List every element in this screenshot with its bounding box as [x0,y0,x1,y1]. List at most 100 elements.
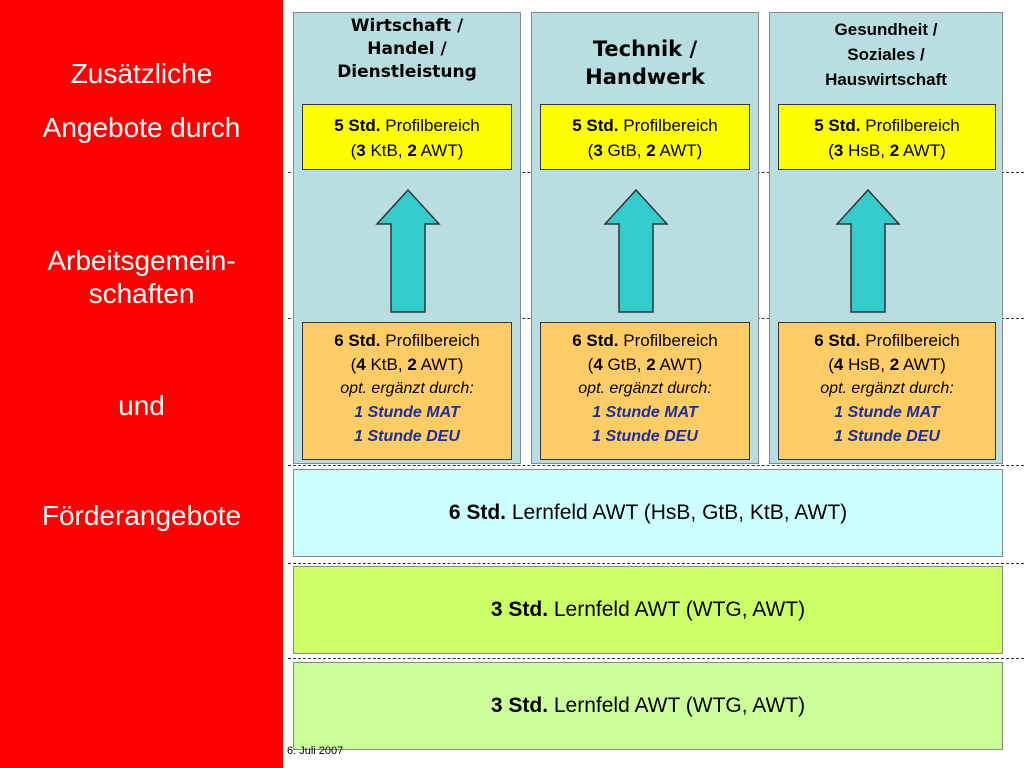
sidebar-line: Arbeitsgemein- [47,245,236,276]
band-text: 6 Std. Lernfeld AWT (HsB, GtB, KtB, AWT) [449,501,847,525]
num: 3 [833,141,844,160]
sidebar-panel: Zusätzliche Angebote durch Arbeitsgemein… [0,0,283,768]
num: 2 [407,141,417,160]
paren: ( [350,141,357,160]
extra-hour-deu: 1 Stunde DEU [592,428,698,445]
profile-box-bottom: 6 Std. Profilbereich (4 HsB, 2 AWT) opt.… [778,322,996,460]
band-label: Lernfeld AWT (WTG, AWT) [548,598,806,621]
profile-subjects: (3 KtB, 2 AWT) [303,138,511,163]
optional-note: opt. ergänzt durch: [578,380,712,397]
paren: ( [587,355,594,374]
hours-bold: 6 Std. [572,331,619,350]
num: 4 [593,355,603,374]
subject: AWT) [899,141,946,160]
paren: ( [828,141,834,160]
profile-line: 6 Std. Profilbereich [303,329,511,353]
profile-text: Profilbereich [618,331,718,350]
profile-text: Profilbereich [860,331,960,350]
sidebar-line: und [118,390,165,421]
up-arrow-icon [375,188,441,313]
extra-hour-mat: 1 Stunde MAT [354,404,460,421]
subject: AWT) [416,355,464,374]
subject: HsB, [843,355,890,374]
num: 2 [646,141,656,160]
profile-line: 5 Std. Profilbereich [541,113,749,138]
profile-text: Profilbereich [618,116,718,135]
band-text: 3 Std. Lernfeld AWT (WTG, AWT) [491,694,805,718]
band-lernfeld-6: 6 Std. Lernfeld AWT (HsB, GtB, KtB, AWT) [293,469,1003,557]
num: 2 [889,141,900,160]
extra-hour-deu: 1 Stunde DEU [834,428,940,445]
profile-box-bottom: 6 Std. Profilbereich (4 GtB, 2 AWT) opt.… [540,322,750,460]
hours-bold: 5 Std. [572,116,619,135]
extra-hour-deu: 1 Stunde DEU [354,428,460,445]
band-lernfeld-3b: 3 Std. Lernfeld AWT (WTG, AWT) [293,662,1003,750]
num: 4 [356,355,366,374]
profile-box-top: 5 Std. Profilbereich (3 HsB, 2 AWT) [778,104,996,170]
hours-bold: 6 Std. [334,331,381,350]
dashed-divider [288,658,1024,659]
paren: ( [350,355,357,374]
profile-box-top: 5 Std. Profilbereich (3 GtB, 2 AWT) [540,104,750,170]
profile-line: 5 Std. Profilbereich [303,113,511,138]
paren: ( [587,141,594,160]
sidebar-line: Zusätzliche [70,58,213,89]
column-title-line: Gesundheit / [834,20,938,39]
column-title-line: Handwerk [585,65,705,89]
profile-line: 6 Std. Profilbereich [541,329,749,353]
profile-line: 5 Std. Profilbereich [779,113,995,138]
column-title: Wirtschaft / Handel / Dienstleistung [294,15,520,84]
subject: HsB, [843,141,890,160]
dashed-divider [288,563,1024,564]
dashed-divider [288,465,1024,466]
sidebar-line: Angebote durch [42,112,241,143]
subject: KtB, [365,355,408,374]
profile-text: Profilbereich [380,331,480,350]
subject: GtB, [602,355,647,374]
hours-bold: 3 Std. [490,598,549,621]
band-label: Lernfeld AWT (WTG, AWT) [548,694,806,717]
profile-box-bottom: 6 Std. Profilbereich (4 KtB, 2 AWT) opt.… [302,322,512,460]
profile-text: Profilbereich [380,116,480,135]
hours-bold: 6 Std. [814,331,861,350]
column-title: Technik / Handwerk [532,35,758,91]
num: 2 [646,355,656,374]
subject: AWT) [655,355,703,374]
profile-subjects: (4 HsB, 2 AWT) [779,353,995,377]
hours-bold: 5 Std. [814,116,861,135]
num: 4 [833,355,844,374]
divider [283,0,288,768]
num: 3 [593,141,603,160]
subject: AWT) [416,141,464,160]
band-label: Lernfeld AWT (HsB, GtB, KtB, AWT) [506,501,848,524]
profile-subjects: (3 HsB, 2 AWT) [779,138,995,163]
footer-date: 6. Juli 2007 [287,745,344,757]
paren: ( [828,355,834,374]
subject: AWT) [655,141,703,160]
up-arrow-icon [835,188,901,313]
profile-subjects: (4 GtB, 2 AWT) [541,353,749,377]
subject: AWT) [899,355,946,374]
column-title-line: Wirtschaft / [350,16,464,36]
extra-hour-mat: 1 Stunde MAT [834,404,940,421]
column-title: Gesundheit / Soziales / Hauswirtschaft [770,17,1002,92]
optional-note: opt. ergänzt durch: [340,380,474,397]
band-text: 3 Std. Lernfeld AWT (WTG, AWT) [491,598,805,622]
profile-box-top: 5 Std. Profilbereich (3 KtB, 2 AWT) [302,104,512,170]
column-title-line: Handel / [367,39,447,59]
optional-note: opt. ergänzt durch: [820,380,954,397]
sidebar-line: schaften [88,278,195,309]
profile-text: Profilbereich [860,116,960,135]
num: 2 [407,355,417,374]
subject: KtB, [365,141,408,160]
profile-line: 6 Std. Profilbereich [779,329,995,353]
subject: GtB, [602,141,647,160]
band-lernfeld-3a: 3 Std. Lernfeld AWT (WTG, AWT) [293,566,1003,654]
profile-subjects: (3 GtB, 2 AWT) [541,138,749,163]
hours-bold: 5 Std. [334,116,381,135]
num: 2 [889,355,900,374]
column-title-line: Soziales / [847,45,925,64]
hours-bold: 3 Std. [490,694,549,717]
sidebar-line: Förderangebote [41,500,242,531]
column-title-line: Hauswirtschaft [825,70,947,89]
